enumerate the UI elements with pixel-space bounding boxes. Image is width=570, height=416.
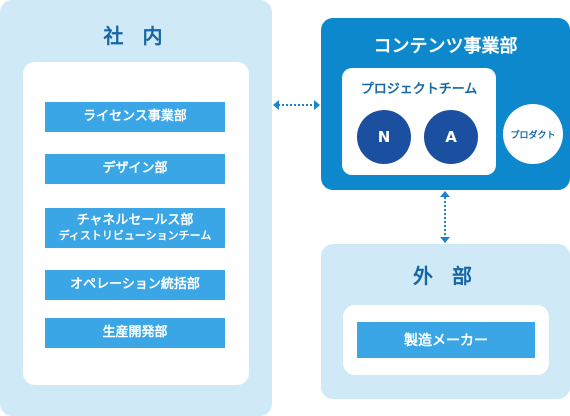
vertical-double-arrow-icon [440, 191, 450, 243]
content-division-panel: コンテンツ事業部 プロジェクトチーム N A プロダクト [321, 18, 570, 190]
horizontal-double-arrow-icon [273, 100, 320, 110]
external-panel: 外 部 製造メーカー [321, 244, 570, 399]
dept-production-dev-label: 生産開発部 [102, 324, 168, 340]
external-title: 外 部 [413, 264, 478, 288]
product-label: プロダクト [510, 130, 556, 141]
external-partner-box: 製造メーカー [343, 305, 549, 375]
dept-design-label: デザイン部 [102, 160, 168, 176]
dept-channel-sales: チャネルセールス部 ディストリビューションチーム [45, 208, 225, 248]
internal-panel: 社 内 ライセンス事業部 デザイン部 チャネルセールス部 ディストリビューション… [0, 0, 272, 416]
dept-operations-label: オペレーション統括部 [70, 276, 200, 292]
member-n-label: N [377, 128, 391, 146]
member-circle-a: A [424, 110, 478, 164]
content-division-title: コンテンツ事業部 [373, 36, 518, 57]
dept-license-label: ライセンス事業部 [83, 108, 187, 124]
internal-title: 社 内 [103, 24, 169, 48]
dept-production-dev: 生産開発部 [45, 318, 225, 348]
product-circle: プロダクト [503, 104, 563, 164]
project-team-label: プロジェクトチーム [360, 82, 478, 97]
member-a-label: A [445, 128, 457, 146]
member-circle-n: N [357, 110, 411, 164]
internal-department-list: ライセンス事業部 デザイン部 チャネルセールス部 ディストリビューションチーム … [23, 62, 249, 385]
dept-channel-sales-sublabel: ディストリビューションチーム [58, 229, 212, 243]
dept-channel-sales-label: チャネルセールス部 [76, 213, 194, 228]
manufacturer-box: 製造メーカー [357, 322, 535, 358]
dept-operations: オペレーション統括部 [45, 270, 225, 300]
dept-license: ライセンス事業部 [45, 102, 225, 132]
manufacturer-label: 製造メーカー [404, 333, 488, 349]
dept-design: デザイン部 [45, 154, 225, 184]
project-team-box: プロジェクトチーム N A [342, 68, 496, 175]
